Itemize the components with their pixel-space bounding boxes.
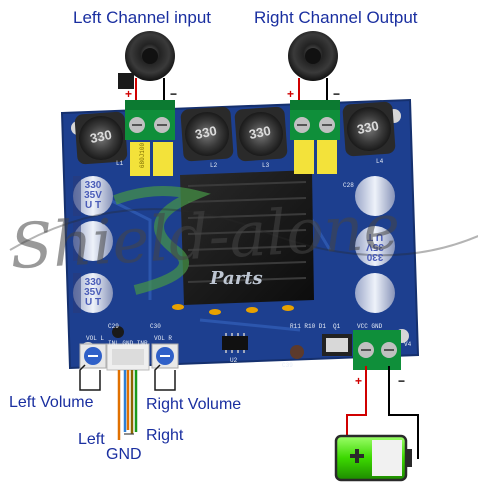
inductor-l4 bbox=[342, 101, 396, 157]
left-volume-label: Left Volume bbox=[9, 394, 94, 411]
cap-rating-left-3: 330 35V U T bbox=[84, 277, 102, 308]
silk-u2: U2 bbox=[230, 357, 238, 364]
film-capacitors-left bbox=[130, 142, 173, 176]
power-minus-mark: − bbox=[398, 374, 406, 388]
right-speaker-minus-mark: − bbox=[333, 87, 341, 101]
cap-rating-left-1: 330 35V U T bbox=[84, 180, 102, 211]
callout-lines bbox=[79, 364, 176, 391]
power-plus-mark: + bbox=[355, 374, 363, 388]
silk-v4: V4 bbox=[404, 341, 412, 348]
silk-c29: C29 bbox=[108, 323, 119, 330]
capacitors-left bbox=[73, 176, 113, 313]
inductor-l3 bbox=[234, 106, 288, 162]
voltage-regulator bbox=[322, 334, 352, 356]
silk-l2: L2 bbox=[210, 162, 218, 169]
capacitor-c39 bbox=[290, 345, 304, 359]
left-speaker-plus-mark: + bbox=[125, 87, 133, 101]
right-speaker-icon bbox=[288, 31, 338, 105]
left-channel-input-label: Left Channel input bbox=[73, 8, 211, 27]
smd-parts bbox=[172, 304, 294, 315]
left-speaker-minus-mark: − bbox=[170, 87, 178, 101]
watermark-parts: Parts bbox=[210, 268, 263, 289]
silk-l1: L1 bbox=[116, 160, 124, 167]
audio-input-connector bbox=[106, 343, 150, 371]
silk-vcc-gnd: VCC GND bbox=[357, 323, 383, 330]
right-label: Right bbox=[146, 427, 184, 444]
right-speaker-plus-mark: + bbox=[287, 87, 295, 101]
input-wires bbox=[117, 370, 138, 440]
right-channel-output-label: Right Channel Output bbox=[254, 8, 418, 27]
silk-vol-r: VOL R bbox=[154, 335, 173, 342]
left-volume-pot bbox=[79, 343, 107, 369]
right-volume-label: Right Volume bbox=[146, 396, 242, 413]
heatsink bbox=[180, 170, 314, 305]
silk-c30: C30 bbox=[150, 323, 161, 330]
right-volume-pot bbox=[151, 343, 179, 369]
capacitors-right bbox=[355, 176, 395, 313]
silk-c28: C28 bbox=[343, 182, 354, 189]
inductor-l1 bbox=[74, 111, 128, 165]
op-amp-chip bbox=[222, 333, 248, 353]
capacitor-c29 bbox=[112, 326, 124, 338]
left-output-terminal bbox=[125, 100, 175, 140]
battery-icon bbox=[334, 434, 412, 482]
gnd-label: GND bbox=[106, 446, 142, 463]
left-speaker-icon bbox=[118, 31, 175, 105]
silk-q1: Q1 bbox=[333, 323, 341, 330]
left-label: Left bbox=[78, 431, 105, 448]
silk-inputs: INL GND INR bbox=[108, 340, 148, 347]
silk-l4: L4 bbox=[376, 158, 384, 165]
film-cap-marking: 680J100 bbox=[139, 142, 147, 169]
inductor-l2 bbox=[180, 106, 234, 162]
power-input-terminal bbox=[353, 330, 401, 370]
film-capacitors-right bbox=[294, 140, 337, 174]
right-output-terminal bbox=[290, 100, 340, 140]
silk-l3: L3 bbox=[262, 162, 270, 169]
watermark-logo bbox=[9, 186, 478, 295]
silk-vol-l: VOL L bbox=[86, 335, 105, 342]
silk-c39: C39 bbox=[282, 362, 293, 369]
silk-r-block: R11 R10 D1 bbox=[290, 323, 327, 330]
